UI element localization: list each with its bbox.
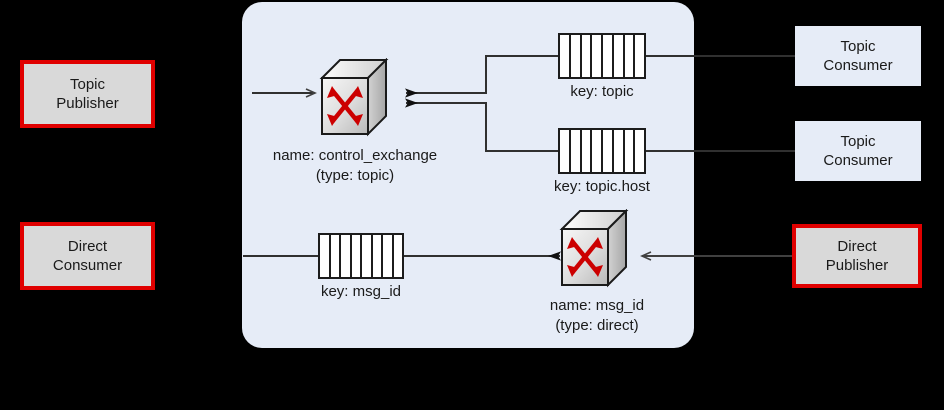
endpoint-label-line2: Consumer	[52, 257, 123, 274]
queue-cell	[571, 130, 582, 172]
queue-cell	[373, 235, 383, 277]
queue-cell	[635, 130, 644, 172]
queue-cell	[362, 235, 373, 277]
exchange-icon	[559, 208, 629, 288]
endpoint-topic-publisher[interactable]: Topic Publisher	[20, 60, 155, 128]
exchange-type-text: (type: topic)	[315, 166, 395, 184]
queue-cell	[320, 235, 331, 277]
exchange-type-text: (type: direct)	[555, 316, 639, 334]
exchange-icon	[319, 57, 389, 137]
endpoint-label-line1: Direct	[837, 237, 877, 255]
queue-cell	[614, 130, 625, 172]
endpoint-label-line2: Publisher	[56, 95, 119, 112]
queue-msg-id-label: key: msg_id	[320, 283, 402, 300]
queue-cell	[560, 35, 571, 77]
endpoint-topic-consumer-2[interactable]: Topic Consumer	[795, 121, 921, 181]
exchange-control-exchange-label: name: control_exchange (type: topic)	[245, 146, 465, 185]
queue-cell	[582, 35, 593, 77]
endpoint-label-line1: Topic	[69, 75, 106, 93]
queue-cell	[571, 35, 582, 77]
queue-topic-host[interactable]	[558, 128, 646, 174]
queue-cell	[603, 35, 614, 77]
endpoint-label-line1: Direct	[67, 237, 108, 255]
queue-cell	[592, 35, 603, 77]
exchange-name-text: name: control_exchange	[272, 147, 438, 164]
endpoint-label-line2: Consumer	[823, 152, 893, 169]
queue-topic-host-label: key: topic.host	[554, 178, 650, 195]
exchange-name-text: name: msg_id	[549, 297, 645, 314]
queue-cell	[614, 35, 625, 77]
queue-cell	[603, 130, 614, 172]
queue-cell	[625, 35, 636, 77]
endpoint-label-line2: Publisher	[825, 257, 889, 274]
exchange-msg-id[interactable]	[556, 208, 632, 298]
queue-cell	[625, 130, 636, 172]
queue-topic[interactable]	[558, 33, 646, 79]
queue-cell	[635, 35, 644, 77]
queue-cell	[352, 235, 362, 277]
exchange-control-exchange[interactable]	[316, 57, 392, 147]
queue-cell	[582, 130, 593, 172]
queue-cell	[383, 235, 394, 277]
exchange-msg-id-label: name: msg_id (type: direct)	[487, 296, 707, 335]
queue-cell	[394, 235, 403, 277]
endpoint-topic-consumer-1[interactable]: Topic Consumer	[795, 26, 921, 86]
endpoint-label-line2: Consumer	[823, 57, 893, 74]
queue-cell	[560, 130, 571, 172]
queue-cell	[331, 235, 341, 277]
queue-cell	[592, 130, 603, 172]
queue-msg-id[interactable]	[318, 233, 404, 279]
queue-topic-label: key: topic	[570, 83, 634, 100]
endpoint-label-line1: Topic	[840, 37, 876, 55]
endpoint-direct-publisher[interactable]: Direct Publisher	[792, 224, 922, 288]
endpoint-direct-consumer[interactable]: Direct Consumer	[20, 222, 155, 290]
endpoint-label-line1: Topic	[840, 132, 876, 150]
queue-cell	[341, 235, 352, 277]
